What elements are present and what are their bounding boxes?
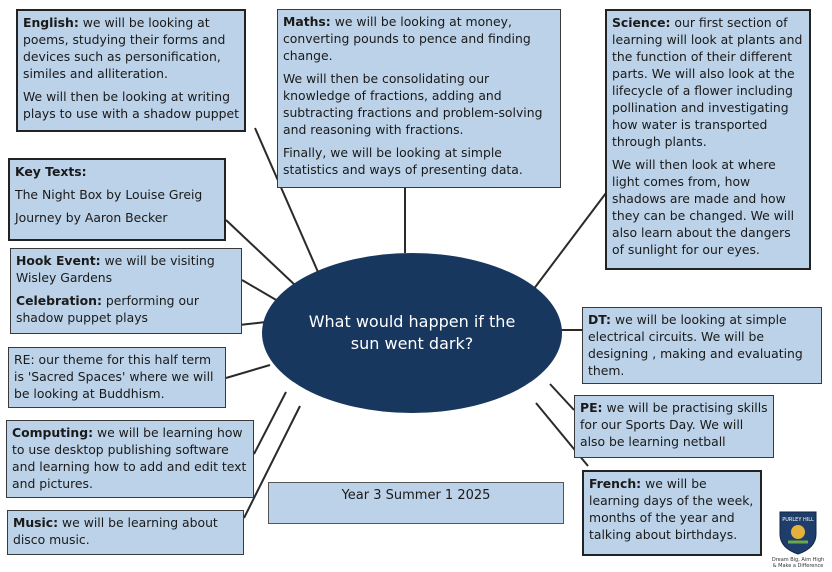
science-text: our first section of learning will look …: [612, 15, 803, 149]
computing-box: Computing: we will be learning how to us…: [6, 420, 254, 498]
key-texts-box: Key Texts: The Night Box by Louise Greig…: [8, 158, 226, 241]
celebration-text: performing our shadow puppet plays: [16, 293, 200, 325]
maths-heading: Maths:: [283, 14, 331, 29]
dt-text: we will be looking at simple electrical …: [588, 312, 803, 378]
french-box: French: we will be learning days of the …: [582, 470, 762, 556]
svg-text:PURLEY HILL: PURLEY HILL: [782, 517, 814, 523]
school-logo: PURLEY HILL Dream Big, Aim High & Make a…: [770, 508, 826, 569]
pe-text: we will be practising skills for our Spo…: [580, 400, 768, 449]
maths-box: Maths: we will be looking at money, conv…: [277, 9, 561, 188]
maths-text: we will be looking at money, converting …: [283, 14, 531, 63]
maths-text-2: We will then be consolidating our knowle…: [283, 71, 543, 137]
science-text-2: We will then look at where light comes f…: [612, 157, 795, 257]
central-question-text: What would happen if the sun went dark?: [308, 312, 516, 353]
dt-heading: DT:: [588, 312, 612, 327]
hook-heading: Hook Event:: [16, 253, 101, 268]
central-question: What would happen if the sun went dark?: [262, 253, 562, 413]
english-heading: English:: [23, 15, 79, 30]
english-box: English: we will be looking at poems, st…: [16, 9, 246, 132]
svg-text:Dream Big, Aim High: Dream Big, Aim High: [772, 557, 824, 563]
music-box: Music: we will be learning about disco m…: [7, 510, 244, 555]
key-text-item: The Night Box by Louise Greig: [15, 187, 203, 202]
celebration-heading: Celebration:: [16, 293, 102, 308]
hook-event-box: Hook Event: we will be visiting Wisley G…: [10, 248, 242, 334]
computing-heading: Computing:: [12, 425, 94, 440]
science-box: Science: our first section of learning w…: [605, 9, 811, 270]
music-text: we will be learning about disco music.: [13, 515, 218, 547]
english-text: we will be looking at poems, studying th…: [23, 15, 226, 81]
pe-heading: PE:: [580, 400, 603, 415]
english-text-2: We will then be looking at writing plays…: [23, 89, 239, 121]
french-heading: French:: [589, 476, 642, 491]
pe-box: PE: we will be practising skills for our…: [574, 395, 774, 458]
key-texts-heading: Key Texts:: [15, 164, 87, 179]
science-heading: Science:: [612, 15, 671, 30]
year-label-box: Year 3 Summer 1 2025: [268, 482, 564, 524]
school-crest-icon: PURLEY HILL Dream Big, Aim High & Make a…: [772, 511, 824, 569]
re-box: RE: our theme for this half term is 'Sac…: [8, 347, 226, 408]
svg-text:& Make a Difference: & Make a Difference: [773, 563, 824, 568]
french-text: we will be learning days of the week, mo…: [589, 476, 754, 542]
key-text-item: Journey by Aaron Becker: [15, 210, 168, 225]
re-text: RE: our theme for this half term is 'Sac…: [14, 352, 214, 401]
year-label: Year 3 Summer 1 2025: [341, 488, 491, 503]
hook-text: we will be visiting Wisley Gardens: [16, 253, 215, 285]
music-heading: Music:: [13, 515, 59, 530]
maths-text-3: Finally, we will be looking at simple st…: [283, 145, 523, 177]
dt-box: DT: we will be looking at simple electri…: [582, 307, 822, 384]
computing-text: we will be learning how to use desktop p…: [12, 425, 247, 491]
